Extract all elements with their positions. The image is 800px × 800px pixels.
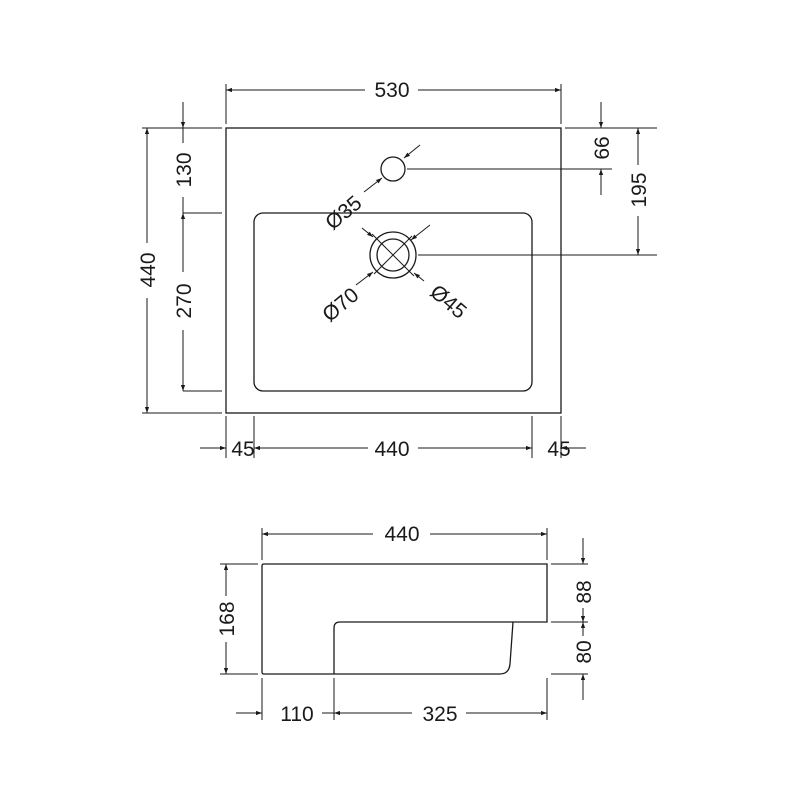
side-profile (261, 563, 548, 675)
waste-offset-label: 195 (628, 172, 651, 207)
waste-inner-leader (410, 224, 431, 241)
waste-outer-diameter-label: Ø70 (318, 283, 363, 326)
bowl-depth-label: 270 (173, 283, 196, 318)
bowl-length-label: 325 (422, 703, 457, 726)
front-to-bowl-label: 130 (173, 152, 196, 187)
waste-cross (371, 233, 415, 277)
tap-hole-leader (403, 144, 421, 159)
tap-hole-leader (363, 177, 383, 193)
upper-height-label: 88 (573, 580, 596, 603)
top-view: Ø35 Ø70 Ø45 530 440 130 270 66 195 (137, 79, 657, 461)
waste-inner-circle (376, 238, 410, 272)
depth-overall-label: 440 (137, 252, 160, 287)
bowl-width-label: 440 (374, 438, 409, 461)
left-offset-label: 110 (280, 703, 313, 726)
lower-height-label: 80 (573, 640, 596, 663)
bowl-profile (333, 621, 513, 674)
bowl-outline (253, 212, 533, 392)
waste-inner-diameter-label: Ø45 (426, 280, 471, 323)
left-margin-label: 45 (231, 438, 254, 461)
basin-outline (225, 127, 562, 414)
width-overall-label: 530 (374, 79, 409, 102)
side-view: 440 168 88 80 110 325 (216, 523, 596, 726)
height-label: 168 (216, 601, 239, 636)
right-margin-label: 45 (547, 438, 570, 461)
side-width-label: 440 (384, 523, 419, 546)
waste-outer-circle (369, 231, 417, 279)
waste-leader (361, 227, 374, 238)
tap-hole-diameter-label: Ø35 (321, 191, 366, 234)
waste-leader (413, 272, 425, 282)
waste-outer-leader (355, 271, 374, 286)
tap-hole-offset-label: 66 (591, 136, 614, 159)
tap-hole (380, 156, 406, 182)
